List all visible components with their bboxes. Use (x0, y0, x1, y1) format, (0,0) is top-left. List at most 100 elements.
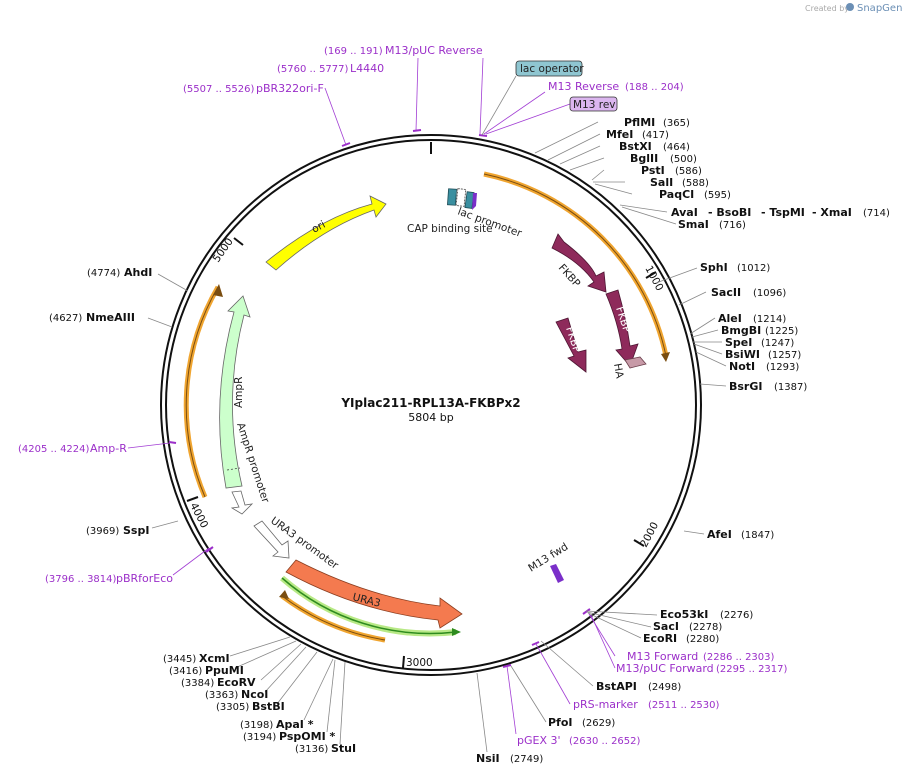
ampr-outline-arrowhead (213, 284, 223, 297)
site-name-ecori: EcoRI (643, 632, 677, 645)
site-name-avai: AvaI (671, 206, 698, 219)
leader-pbrforeco (172, 547, 210, 576)
ampr-outline-arc[interactable] (183, 285, 221, 498)
leader-ahdi (157, 273, 189, 292)
leader-mfei (547, 133, 601, 161)
primer-mark-m13puc-reverse (478, 134, 488, 137)
fkbp-feature-1[interactable] (551, 233, 607, 293)
site-pos-saci: (2278) (689, 622, 722, 633)
site-pos-bsiwi: (1257) (768, 350, 801, 361)
site-name-sspi: SspI (123, 524, 149, 537)
primer-name-m13puc-forward: M13/pUC Forward (616, 662, 714, 675)
site-pos-bstapi: (2498) (648, 682, 681, 693)
site-pos-nmeaiii: (4627) (49, 313, 82, 324)
leader-m13-reverse (483, 91, 546, 135)
site-name-sphi: SphI (700, 261, 728, 274)
primer-pos-pbr322ori: (5507 .. 5526) (183, 84, 255, 95)
site-pos-eco53ki: (2276) (720, 610, 753, 621)
tick-mark-3000 (402, 655, 405, 669)
site-name-sacii: SacII (711, 286, 741, 299)
insert-region-arrowhead (661, 352, 670, 362)
site-name-xmai: - XmaI (812, 206, 852, 219)
site-pos-bstbi: (3305) (216, 702, 249, 713)
credit-prefix: Created by (805, 4, 849, 13)
leader-pfoi (510, 665, 547, 723)
primer-mark-l4440 (412, 129, 422, 132)
site-name-tspmi: - TspMI (761, 206, 805, 219)
leader-bstxi (559, 145, 601, 165)
site-name-eco53ki: Eco53kI (660, 608, 708, 621)
ura3-outline-arrowhead (279, 590, 289, 599)
primer-pos-amp-r: (4205 .. 4224) (18, 444, 90, 455)
site-name-psti: PstI (641, 164, 665, 177)
site-pos-sali: (588) (682, 178, 709, 189)
ampr-promoter-feature[interactable] (230, 490, 254, 515)
m13-rev-feature[interactable] (472, 193, 477, 210)
site-pos-sacii: (1096) (753, 288, 786, 299)
ura3-outline-line (281, 595, 386, 641)
lac-promoter-feature[interactable] (455, 188, 467, 207)
leader-m13-forward (588, 613, 616, 657)
site-pos-stui: (3136) (295, 744, 328, 755)
plasmid-name: YIplac211-RPL13A-FKBPx2 (340, 396, 520, 410)
primer-pos-l4440: (5760 .. 5777) (277, 64, 349, 75)
m13-rev-badge[interactable] (569, 96, 618, 112)
snapgene-logo-icon (846, 3, 854, 11)
lac-operator-label: lac operator (520, 63, 584, 75)
ura3-promoter-feature[interactable] (253, 520, 290, 559)
lac-operator-badge[interactable] (515, 60, 583, 77)
green-arc-line (281, 577, 457, 635)
ampr-feature[interactable] (219, 295, 251, 489)
leader-nmeaiii (147, 317, 173, 328)
site-name-bstbi: BstBI (252, 700, 285, 713)
site-pos-xcmi: (3445) (163, 654, 196, 665)
leader-pgex3 (506, 665, 517, 735)
site-pos-pfoi: (2629) (582, 718, 615, 729)
site-name-pflmi: PflMI (624, 116, 655, 129)
m13-fwd-feature[interactable] (550, 564, 564, 583)
ori-feature[interactable] (265, 195, 387, 271)
leader-m13puc-reverse (479, 57, 484, 135)
leader-bstbi (276, 651, 318, 705)
ura3-feature[interactable] (285, 559, 463, 629)
leader-bstapi (540, 640, 594, 687)
primer-mark-pbr322ori (341, 142, 351, 147)
site-name-alei: AleI (718, 312, 742, 325)
site-pos-smai: (716) (719, 220, 746, 231)
primer-mark-m13-forward (582, 608, 591, 615)
leader-noti (695, 351, 727, 367)
leader-eco53ki (585, 610, 658, 616)
site-name-nmeaiii: NmeAIII (86, 311, 135, 324)
primer-pos-m13puc-reverse: (169 .. 191) (324, 46, 383, 57)
leader-nsii (476, 672, 488, 753)
primer-pos-m13-reverse: (188 .. 204) (625, 82, 684, 93)
leader-pbr322ori (324, 87, 347, 146)
leader-amp-r (127, 442, 171, 449)
leader-paqci (594, 183, 633, 195)
tick-mark-4000 (186, 496, 199, 502)
primer-name-pgex3: pGEX 3' (517, 734, 561, 747)
tick-mark-2000 (633, 539, 645, 547)
plasmid-length: 5804 bp (408, 411, 453, 424)
site-name-smai: SmaI (678, 218, 709, 231)
fkbp-feature-2[interactable] (605, 289, 639, 367)
leader-bglii (569, 157, 605, 171)
primer-name-pbr322ori: pBR322ori-F (256, 82, 324, 95)
fkbp-feature-3[interactable] (555, 317, 587, 373)
primer-name-prs-marker: pRS-marker (573, 698, 638, 711)
leader-pspomi (326, 659, 336, 733)
leader-pflmi (534, 121, 599, 154)
leader-xcmi (229, 636, 291, 657)
site-pos-noti: (1293) (766, 362, 799, 373)
site-group-bottom-left (127, 273, 346, 745)
cap-binding-site-feature[interactable] (447, 188, 457, 206)
site-name-pfoi: PfoI (548, 716, 573, 729)
m13-rev-label: M13 rev (573, 99, 616, 111)
ori-label: ori (310, 219, 328, 236)
leader-bsiwi (693, 343, 723, 355)
site-name-pspomi: PspOMI * (279, 730, 336, 743)
ha-tag-feature[interactable] (624, 356, 647, 369)
primer-mark-amp-r (168, 441, 177, 444)
leader-psti (591, 169, 605, 181)
site-pos-paqci: (595) (704, 190, 731, 201)
